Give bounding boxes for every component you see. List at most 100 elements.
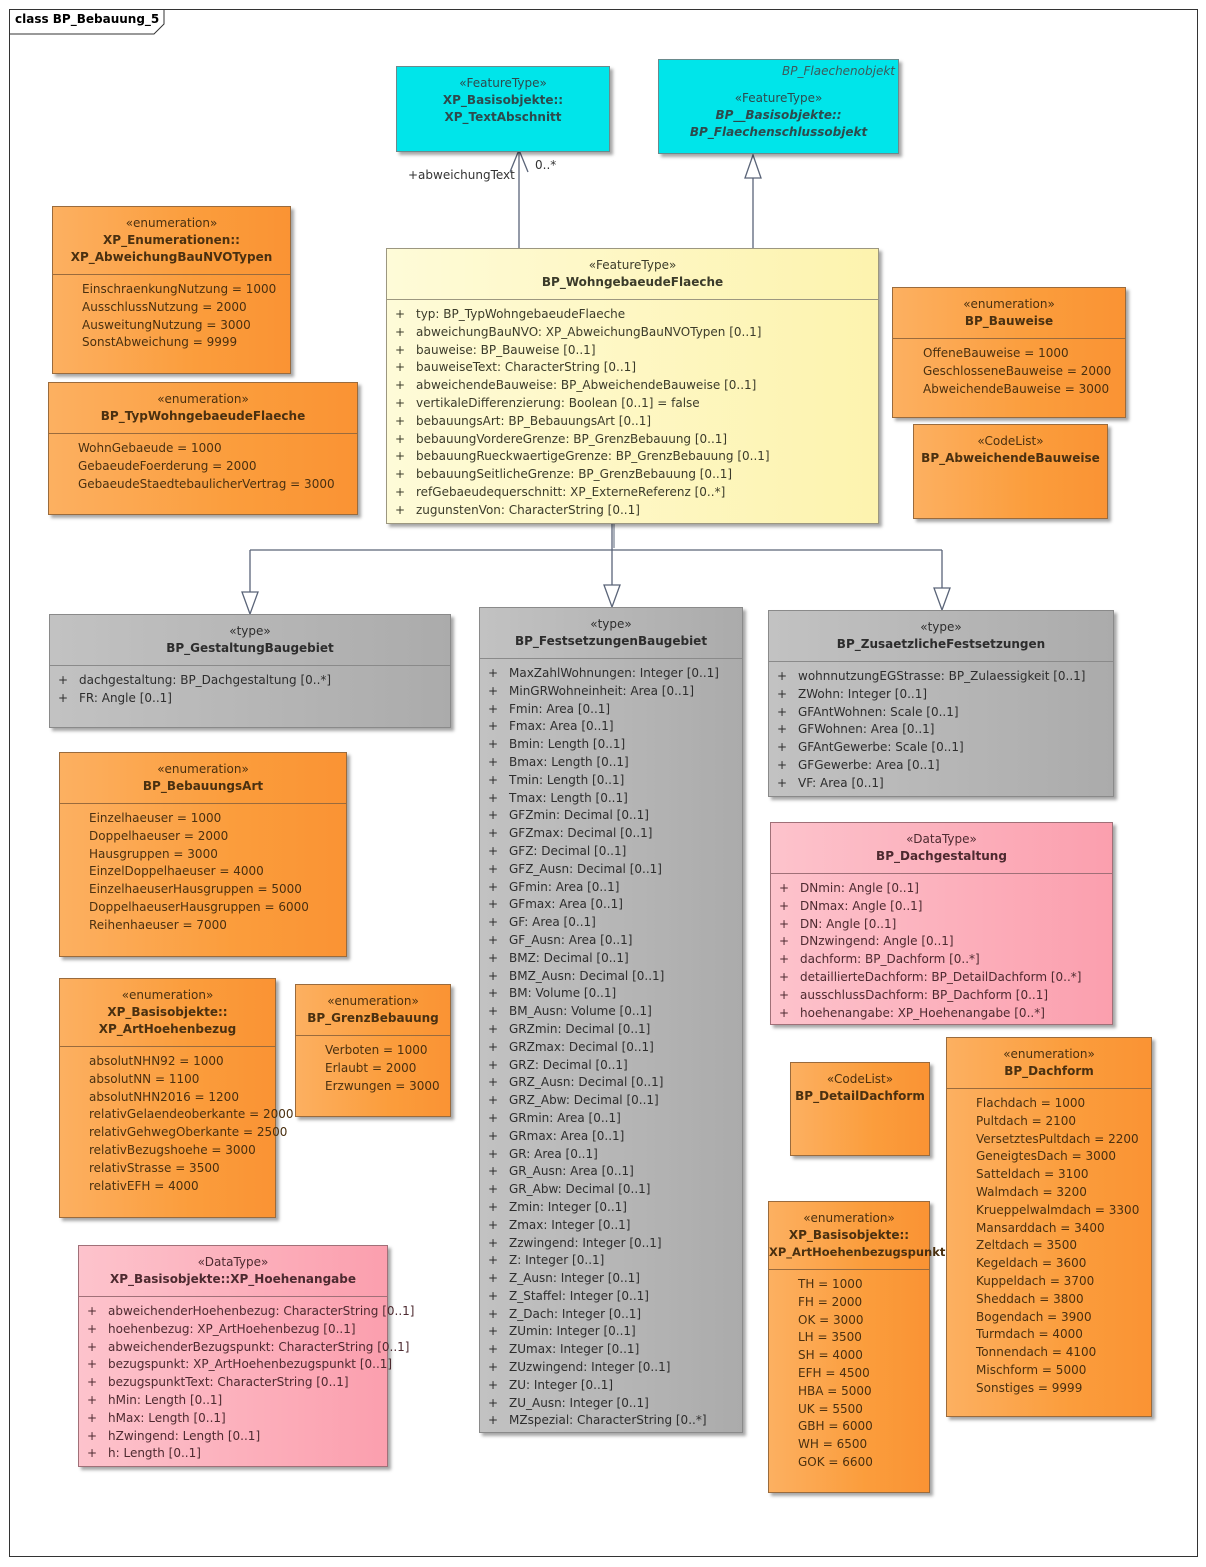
type-bp-zusaetzlichefestsetzungen[interactable]: «type» BP_ZusaetzlicheFestsetzungen +woh… bbox=[768, 610, 1114, 797]
type-bp-gestaltungbaugebiet[interactable]: «type» BP_GestaltungBaugebiet +dachgesta… bbox=[49, 614, 451, 728]
attribute-text: typ: BP_TypWohngebaeudeFlaeche bbox=[416, 307, 626, 321]
association-role-label: +abweichungText bbox=[408, 168, 515, 182]
class-bp-wohngebaeudeflaeche[interactable]: «FeatureType» BP_WohngebaeudeFlaeche +ty… bbox=[386, 248, 879, 524]
enum-literal-row: absolutNHN2016 = 1200 bbox=[89, 1089, 275, 1107]
attribute-text: refGebaeudequerschnitt: XP_ExterneRefere… bbox=[416, 484, 726, 499]
enum-literal-row: Kuppeldach = 3700 bbox=[976, 1273, 1151, 1291]
enum-literal-row: Pultdach = 2100 bbox=[976, 1113, 1151, 1131]
attribute-row: +ausschlussDachform: BP_Dachform [0..1] bbox=[771, 987, 1112, 1005]
attribute-row: +DNzwingend: Angle [0..1] bbox=[771, 933, 1112, 951]
attribute-text: ausschlussDachform: BP_Dachform [0..1] bbox=[800, 987, 1049, 1002]
literal-text: Sheddach = 3800 bbox=[976, 1291, 1084, 1306]
attribute-text: GRmax: Area [0..1] bbox=[509, 1128, 625, 1143]
enum-bp-bauweise[interactable]: «enumeration» BP_Bauweise OffeneBauweise… bbox=[892, 287, 1126, 418]
attribute-text: ZU: Integer [0..1] bbox=[509, 1377, 614, 1392]
public-visibility-marker: + bbox=[777, 740, 788, 755]
attribute-text: DNmax: Angle [0..1] bbox=[800, 898, 923, 913]
attribute-row: +bebauungRueckwaertigeGrenze: BP_GrenzBe… bbox=[387, 448, 878, 466]
enum-literal-row: Flachdach = 1000 bbox=[976, 1095, 1151, 1113]
attribute-list: +wohnnutzungEGStrasse: BP_Zulaessigkeit … bbox=[769, 662, 1113, 793]
class-name-line: XP_Basisobjekte:: bbox=[788, 1228, 910, 1242]
attribute-text: Tmin: Length [0..1] bbox=[509, 772, 625, 787]
literal-text: Verboten = 1000 bbox=[325, 1043, 428, 1057]
enum-literal-row: Tonnendach = 4100 bbox=[976, 1344, 1151, 1362]
attribute-text: Zmax: Integer [0..1] bbox=[509, 1217, 631, 1232]
attribute-row: +MaxZahlWohnungen: Integer [0..1] bbox=[480, 665, 742, 683]
enum-literal-row: GebaeudeStaedtebaulicherVertrag = 3000 bbox=[78, 476, 357, 494]
enum-literal-row: SH = 4000 bbox=[798, 1347, 929, 1365]
attribute-row: +GRZ_Ausn: Decimal [0..1] bbox=[480, 1074, 742, 1092]
enum-literal-row: LH = 3500 bbox=[798, 1329, 929, 1347]
attribute-text: hMax: Length [0..1] bbox=[108, 1410, 226, 1425]
public-visibility-marker: + bbox=[777, 775, 788, 790]
attribute-text: bauweise: BP_Bauweise [0..1] bbox=[416, 342, 596, 357]
enum-literal-row: DoppelhaeuserHausgruppen = 6000 bbox=[89, 899, 346, 917]
attribute-text: vertikaleDifferenzierung: Boolean [0..1]… bbox=[416, 395, 700, 410]
attribute-row: +GF_Ausn: Area [0..1] bbox=[480, 932, 742, 950]
public-visibility-marker: + bbox=[87, 1428, 98, 1443]
enum-literal-row: GebaeudeFoerderung = 2000 bbox=[78, 458, 357, 476]
enum-bp-dachform[interactable]: «enumeration» BP_Dachform Flachdach = 10… bbox=[946, 1037, 1152, 1417]
literal-text: GBH = 6000 bbox=[798, 1419, 873, 1434]
public-visibility-marker: + bbox=[777, 722, 788, 737]
literal-text: GeneigtesDach = 3000 bbox=[976, 1149, 1116, 1164]
class-name-line: BP_GestaltungBaugebiet bbox=[166, 641, 334, 655]
attribute-text: MinGRWohneinheit: Area [0..1] bbox=[509, 683, 695, 698]
public-visibility-marker: + bbox=[488, 879, 499, 894]
enum-bp-grenzbebauung[interactable]: «enumeration» BP_GrenzBebauung Verboten … bbox=[295, 984, 451, 1117]
datatype-bp-dachgestaltung[interactable]: «DataType» BP_Dachgestaltung +DNmin: Ang… bbox=[770, 822, 1113, 1025]
public-visibility-marker: + bbox=[488, 772, 499, 787]
enum-xp-arthoehenbezugspunkt[interactable]: «enumeration» XP_Basisobjekte:: XP_ArtHo… bbox=[768, 1201, 945, 1493]
attribute-row: +Bmax: Length [0..1] bbox=[480, 754, 742, 772]
public-visibility-marker: + bbox=[488, 719, 499, 734]
enum-literal-row: relativBezugshoehe = 3000 bbox=[89, 1142, 275, 1160]
diagram-frame bbox=[9, 9, 1198, 1557]
class-name-line: BP_TypWohngebaeudeFlaeche bbox=[100, 409, 306, 423]
stereotype-label: «enumeration» bbox=[157, 392, 249, 406]
enum-literal-row: EFH = 4500 bbox=[798, 1365, 929, 1383]
attribute-row: +GRZ: Decimal [0..1] bbox=[480, 1057, 742, 1075]
public-visibility-marker: + bbox=[395, 484, 406, 499]
attribute-row: +Fmin: Area [0..1] bbox=[480, 701, 742, 719]
attribute-row: +GR_Ausn: Area [0..1] bbox=[480, 1163, 742, 1181]
attribute-row: +Z_Ausn: Integer [0..1] bbox=[480, 1270, 742, 1288]
class-name-line: XP_Enumerationen:: bbox=[103, 233, 240, 247]
attribute-text: Z_Ausn: Integer [0..1] bbox=[509, 1271, 640, 1286]
attribute-row: +BM_Ausn: Volume [0..1] bbox=[480, 1003, 742, 1021]
literal-text: WohnGebaeude = 1000 bbox=[78, 441, 222, 455]
public-visibility-marker: + bbox=[488, 1395, 499, 1410]
attribute-row: +Zzwingend: Integer [0..1] bbox=[480, 1235, 742, 1253]
stereotype-label: «CodeList» bbox=[977, 434, 1044, 448]
public-visibility-marker: + bbox=[87, 1339, 98, 1354]
enum-literal-row: Walmdach = 3200 bbox=[976, 1184, 1151, 1202]
attribute-row: +typ: BP_TypWohngebaeudeFlaeche bbox=[387, 306, 878, 324]
enum-xp-arthoehenbezug[interactable]: «enumeration» XP_Basisobjekte:: XP_ArtHo… bbox=[59, 978, 294, 1218]
public-visibility-marker: + bbox=[779, 916, 790, 931]
literal-text: TH = 1000 bbox=[798, 1277, 863, 1291]
codelist-bp-abweichendebauweise[interactable]: «CodeList» BP_AbweichendeBauweise bbox=[913, 424, 1108, 519]
type-bp-festsetzungenbaugebiet[interactable]: «type» BP_FestsetzungenBaugebiet +MaxZah… bbox=[479, 607, 743, 1433]
stereotype-label: «enumeration» bbox=[963, 297, 1055, 311]
attribute-row: +bauweiseText: CharacterString [0..1] bbox=[387, 359, 878, 377]
literal-text: Einzelhaeuser = 1000 bbox=[89, 811, 222, 825]
literal-text: SH = 4000 bbox=[798, 1348, 863, 1363]
class-bp-flaechenschlussobjekt[interactable]: BP_Flaechenobjekt «FeatureType» BP__Basi… bbox=[658, 59, 899, 154]
literal-text: DoppelhaeuserHausgruppen = 6000 bbox=[89, 899, 309, 914]
attribute-row: +ZUmin: Integer [0..1] bbox=[480, 1323, 742, 1341]
attribute-text: VF: Area [0..1] bbox=[798, 775, 884, 790]
enum-bp-bebauungsart[interactable]: «enumeration» BP_BebauungsArt Einzelhaeu… bbox=[59, 752, 347, 957]
attribute-row: +ZUmax: Integer [0..1] bbox=[480, 1341, 742, 1359]
codelist-bp-detaildachform[interactable]: «CodeList» BP_DetailDachform bbox=[790, 1062, 930, 1156]
class-xp-textabschnitt[interactable]: «FeatureType» XP_Basisobjekte:: XP_TextA… bbox=[396, 66, 610, 152]
attribute-row: + VF: Area [0..1] bbox=[769, 775, 1113, 793]
attribute-text: GRZ_Ausn: Decimal [0..1] bbox=[509, 1075, 664, 1090]
datatype-xp-hoehenangabe[interactable]: «DataType» XP_Basisobjekte::XP_Hoehenang… bbox=[78, 1245, 414, 1467]
public-visibility-marker: + bbox=[488, 1110, 499, 1125]
public-visibility-marker: + bbox=[488, 1360, 499, 1375]
enum-literal-row: UK = 5500 bbox=[798, 1401, 929, 1419]
enum-bp-typwohngebaeudeflaeche[interactable]: «enumeration» BP_TypWohngebaeudeFlaeche … bbox=[48, 382, 358, 515]
enum-xp-abweichungbaunvotypen[interactable]: «enumeration» XP_Enumerationen:: XP_Abwe… bbox=[52, 206, 291, 374]
attribute-row: +BMZ_Ausn: Decimal [0..1] bbox=[480, 968, 742, 986]
attribute-text: hoehenangabe: XP_Hoehenangabe [0..*] bbox=[800, 1005, 1045, 1020]
